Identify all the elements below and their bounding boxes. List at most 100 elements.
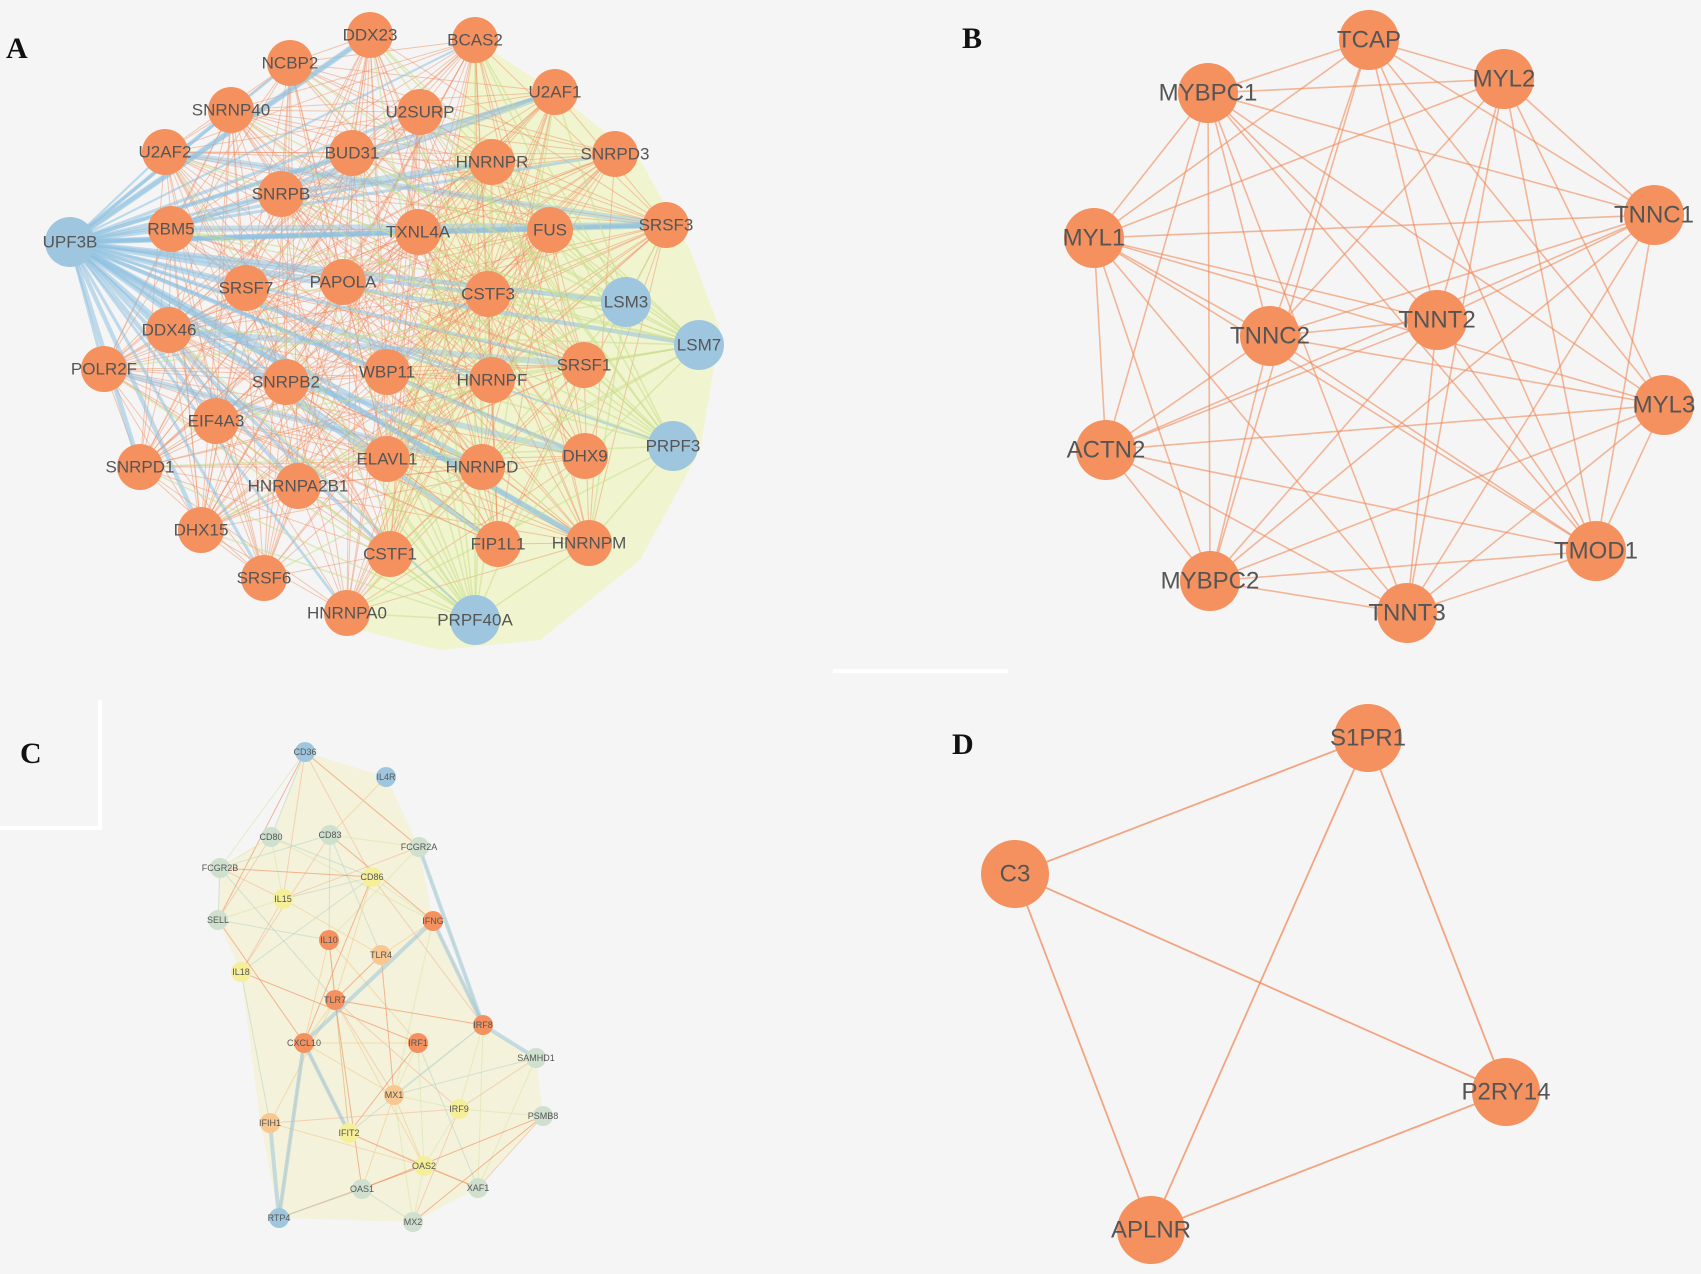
node-cstf1[interactable]: CSTF1 <box>363 531 417 577</box>
node-srsf7[interactable]: SRSF7 <box>219 265 274 311</box>
node-irf1-circle <box>408 1033 428 1053</box>
node-mx2[interactable]: MX2 <box>403 1212 423 1232</box>
node-hnrnpf-circle <box>469 357 515 403</box>
node-tnnt2[interactable]: TNNT2 <box>1398 290 1476 350</box>
node-ddx23[interactable]: DDX23 <box>343 12 398 58</box>
node-txnl4a[interactable]: TXNL4A <box>386 209 451 255</box>
node-aplnr[interactable]: APLNR <box>1111 1196 1191 1264</box>
node-rbm5[interactable]: RBM5 <box>147 206 195 252</box>
node-eif4a3[interactable]: EIF4A3 <box>188 398 245 444</box>
node-u2surp[interactable]: U2SURP <box>386 89 455 135</box>
node-oas2[interactable]: OAS2 <box>412 1156 436 1176</box>
node-tnnt3-label: TNNT3 <box>1368 600 1445 627</box>
node-p2ry14[interactable]: P2RY14 <box>1462 1058 1551 1126</box>
node-tcap[interactable]: TCAP <box>1337 10 1401 70</box>
node-samhd1[interactable]: SAMHD1 <box>517 1048 555 1068</box>
node-psmb8[interactable]: PSMB8 <box>528 1106 559 1126</box>
node-irf8[interactable]: IRF8 <box>473 1015 493 1035</box>
node-tlr7[interactable]: TLR7 <box>324 990 346 1010</box>
node-cd80[interactable]: CD80 <box>259 827 283 847</box>
node-srsf6[interactable]: SRSF6 <box>237 555 292 601</box>
node-papola[interactable]: PAPOLA <box>310 259 377 305</box>
node-hnrnpm[interactable]: HNRNPM <box>552 520 627 566</box>
node-hnrnpd-circle <box>459 444 505 490</box>
node-bcas2[interactable]: BCAS2 <box>447 17 503 63</box>
edge-a-green <box>351 152 476 621</box>
edge-c <box>303 1042 395 1096</box>
node-cd83-circle <box>320 825 340 845</box>
node-cstf1-circle <box>367 531 413 577</box>
node-myl1[interactable]: MYL1 <box>1063 208 1126 268</box>
node-il10[interactable]: IL10 <box>319 930 339 950</box>
edge-a <box>584 224 667 457</box>
node-snrpb[interactable]: SNRPB <box>252 171 311 217</box>
node-irf1[interactable]: IRF1 <box>408 1033 428 1053</box>
node-hnrnpa2b1[interactable]: HNRNPA2B1 <box>248 463 349 509</box>
node-il4r[interactable]: IL4R <box>376 767 396 787</box>
node-hnrnpr[interactable]: HNRNPR <box>456 139 529 185</box>
edge-a-band <box>278 159 495 197</box>
edge-a <box>200 381 287 531</box>
edge-a <box>168 329 265 579</box>
node-ifih1[interactable]: IFIH1 <box>259 1113 281 1133</box>
node-hnrnpa0[interactable]: HNRNPA0 <box>307 590 387 636</box>
node-wbp11[interactable]: WBP11 <box>359 349 415 395</box>
node-tnnc2-label: TNNC2 <box>1230 323 1310 350</box>
node-hnrnpd[interactable]: HNRNPD <box>446 444 519 490</box>
node-tmod1[interactable]: TMOD1 <box>1554 521 1638 581</box>
node-il15[interactable]: IL15 <box>273 889 293 909</box>
node-polr2f[interactable]: POLR2F <box>71 346 137 392</box>
node-snrpd3[interactable]: SNRPD3 <box>581 131 650 177</box>
node-ddx46[interactable]: DDX46 <box>142 307 197 353</box>
node-ifit2[interactable]: IFIT2 <box>338 1123 360 1143</box>
node-lsm3[interactable]: LSM3 <box>601 277 651 327</box>
node-prpf40a[interactable]: PRPF40A <box>437 595 513 645</box>
node-tnnc1[interactable]: TNNC1 <box>1614 185 1694 245</box>
node-c3[interactable]: C3 <box>981 840 1049 908</box>
node-il18[interactable]: IL18 <box>231 962 251 982</box>
node-fus[interactable]: FUS <box>527 207 573 253</box>
node-oas1[interactable]: OAS1 <box>350 1179 374 1199</box>
node-myl3[interactable]: MYL3 <box>1633 375 1696 435</box>
node-s1pr1[interactable]: S1PR1 <box>1330 704 1406 772</box>
node-cd83[interactable]: CD83 <box>318 825 342 845</box>
node-dhx9[interactable]: DHX9 <box>562 433 608 479</box>
node-srsf1[interactable]: SRSF1 <box>557 342 612 388</box>
node-sell[interactable]: SELL <box>207 910 229 930</box>
node-ncbp2[interactable]: NCBP2 <box>262 40 319 86</box>
node-cxcl10[interactable]: CXCL10 <box>287 1033 321 1053</box>
node-cstf3[interactable]: CSTF3 <box>461 271 515 317</box>
node-mybpc2[interactable]: MYBPC2 <box>1161 551 1260 611</box>
node-elavl1[interactable]: ELAVL1 <box>356 436 418 482</box>
node-srsf3[interactable]: SRSF3 <box>639 202 694 248</box>
node-lsm7[interactable]: LSM7 <box>674 320 724 370</box>
node-u2af1[interactable]: U2AF1 <box>529 69 582 115</box>
node-snrpd1[interactable]: SNRPD1 <box>106 444 175 490</box>
node-upf3b[interactable]: UPF3B <box>43 217 98 267</box>
node-dhx15[interactable]: DHX15 <box>174 507 229 553</box>
node-rtp4[interactable]: RTP4 <box>268 1208 291 1228</box>
node-cd36[interactable]: CD36 <box>293 742 317 762</box>
node-irf9[interactable]: IRF9 <box>449 1099 469 1119</box>
node-tnnt3[interactable]: TNNT3 <box>1368 583 1446 643</box>
node-bud31[interactable]: BUD31 <box>325 130 380 176</box>
node-prpf3[interactable]: PRPF3 <box>646 421 701 471</box>
node-tnnc2[interactable]: TNNC2 <box>1230 306 1310 366</box>
node-tlr4[interactable]: TLR4 <box>370 945 392 965</box>
node-u2af2[interactable]: U2AF2 <box>139 129 192 175</box>
node-snrpb2[interactable]: SNRPB2 <box>252 359 320 405</box>
node-snrnp40[interactable]: SNRNP40 <box>192 87 270 133</box>
node-fip1l1[interactable]: FIP1L1 <box>471 521 526 567</box>
node-mybpc1[interactable]: MYBPC1 <box>1159 63 1258 123</box>
node-cd86[interactable]: CD86 <box>360 867 384 887</box>
node-ifng[interactable]: IFNG <box>422 911 444 931</box>
edge-a <box>342 281 493 381</box>
node-hnrnpf[interactable]: HNRNPF <box>457 357 528 403</box>
node-xaf1[interactable]: XAF1 <box>467 1178 490 1198</box>
node-mx1[interactable]: MX1 <box>384 1085 404 1105</box>
node-fcgr2b[interactable]: FCGR2B <box>202 858 239 878</box>
node-actn2[interactable]: ACTN2 <box>1067 420 1146 480</box>
node-myl2[interactable]: MYL2 <box>1473 49 1536 109</box>
edge-c <box>458 1024 484 1110</box>
node-fcgr2a[interactable]: FCGR2A <box>401 837 438 857</box>
